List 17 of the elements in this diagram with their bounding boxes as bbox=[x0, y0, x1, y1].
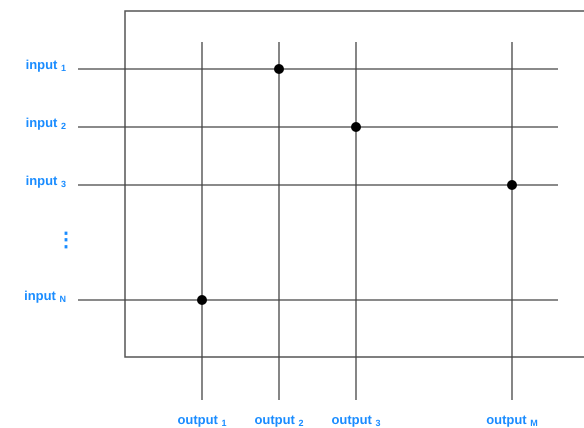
output-label: output $_{3}$ bbox=[331, 413, 381, 426]
signal-line bbox=[78, 68, 558, 70]
signal-line bbox=[201, 42, 203, 400]
signal-line bbox=[78, 126, 558, 128]
signal-line bbox=[78, 184, 558, 186]
signal-line bbox=[278, 42, 280, 400]
output-label: output $_{M}$ bbox=[486, 413, 538, 426]
input-label: input $_{3}$ bbox=[26, 174, 66, 187]
output-label: output $_{1}$ bbox=[177, 413, 227, 426]
input-label: input $_{N}$ bbox=[24, 289, 66, 302]
ellipsis: ⋮ bbox=[56, 230, 76, 250]
input-label: input $_{1}$ bbox=[26, 58, 66, 71]
signal-line bbox=[355, 42, 357, 400]
signal-line bbox=[511, 42, 513, 400]
output-label: output $_{2}$ bbox=[254, 413, 304, 426]
input-label: input $_{2}$ bbox=[26, 116, 66, 129]
signal-line bbox=[78, 299, 558, 301]
